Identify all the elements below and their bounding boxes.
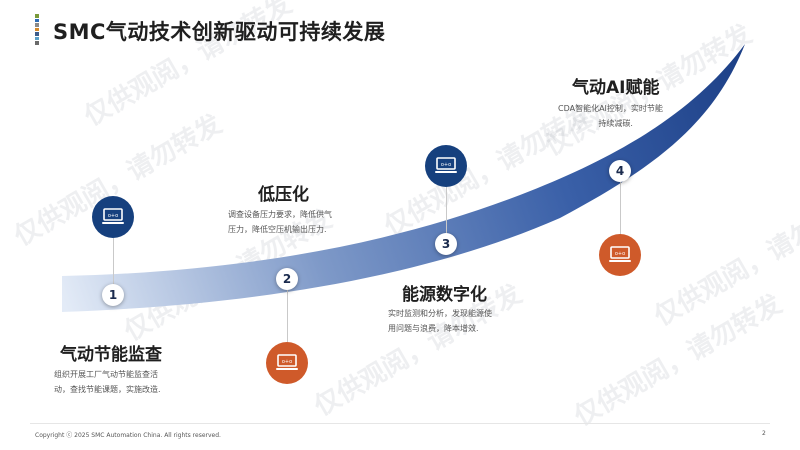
- step-1-title: 气动节能监查: [60, 345, 162, 365]
- step-3-number: 3: [435, 233, 457, 255]
- copyright-text: Copyright ⓒ 2025 SMC Automation China. A…: [35, 432, 221, 439]
- step-3-desc: 实时监测和分析，发现能源使 用问题与浪费，降本增效.: [388, 306, 492, 336]
- step-1-number: 1: [102, 284, 124, 306]
- step-2-number: 2: [276, 268, 298, 290]
- page-title: SMC气动技术创新驱动可持续发展: [53, 20, 386, 44]
- laptop-icon: o+o: [102, 208, 124, 224]
- svg-text:o+o: o+o: [108, 213, 118, 219]
- laptop-icon: o+o: [435, 157, 457, 173]
- page-number: 2: [762, 430, 766, 437]
- step-2-icon-disc: o+o: [266, 342, 308, 384]
- svg-text:o+o: o+o: [615, 251, 625, 257]
- footer-divider: [30, 423, 770, 424]
- step-4-icon-disc: o+o: [599, 234, 641, 276]
- step-4-desc: CDA智能化AI控制，实时节能 持续减碳.: [558, 101, 663, 131]
- step-2-desc-line: 调查设备压力要求，降低供气: [228, 210, 332, 219]
- step-3-desc-line: 实时监测和分析，发现能源使: [388, 309, 492, 318]
- step-1-icon-disc: o+o: [92, 196, 134, 238]
- step-2-title: 低压化: [258, 185, 309, 205]
- step-4-number: 4: [609, 160, 631, 182]
- step-1-desc-line: 组织开展工厂气动节能监查活: [54, 370, 158, 379]
- step-4-desc-line: CDA智能化AI控制，实时节能: [558, 104, 663, 113]
- connector-line: [446, 186, 447, 236]
- connector-line: [287, 290, 288, 342]
- svg-text:o+o: o+o: [441, 162, 451, 168]
- step-1-desc: 组织开展工厂气动节能监查活 动，查找节能课题，实施改造.: [54, 367, 161, 397]
- step-1-desc-line: 动，查找节能课题，实施改造.: [54, 385, 161, 394]
- connector-line: [113, 238, 114, 288]
- laptop-icon: o+o: [276, 354, 298, 370]
- step-3-icon-disc: o+o: [425, 145, 467, 187]
- step-4-title: 气动AI赋能: [572, 78, 660, 98]
- step-4-desc-line: 持续减碳.: [598, 119, 633, 128]
- step-3-desc-line: 用问题与浪费，降本增效.: [388, 324, 479, 333]
- step-2-desc: 调查设备压力要求，降低供气 压力，降低空压机输出压力.: [228, 207, 332, 237]
- connector-line: [620, 182, 621, 236]
- title-accent-bar: [35, 14, 39, 48]
- svg-text:o+o: o+o: [282, 359, 292, 365]
- step-2-desc-line: 压力，降低空压机输出压力.: [228, 225, 327, 234]
- laptop-icon: o+o: [609, 246, 631, 262]
- step-3-title: 能源数字化: [402, 285, 487, 305]
